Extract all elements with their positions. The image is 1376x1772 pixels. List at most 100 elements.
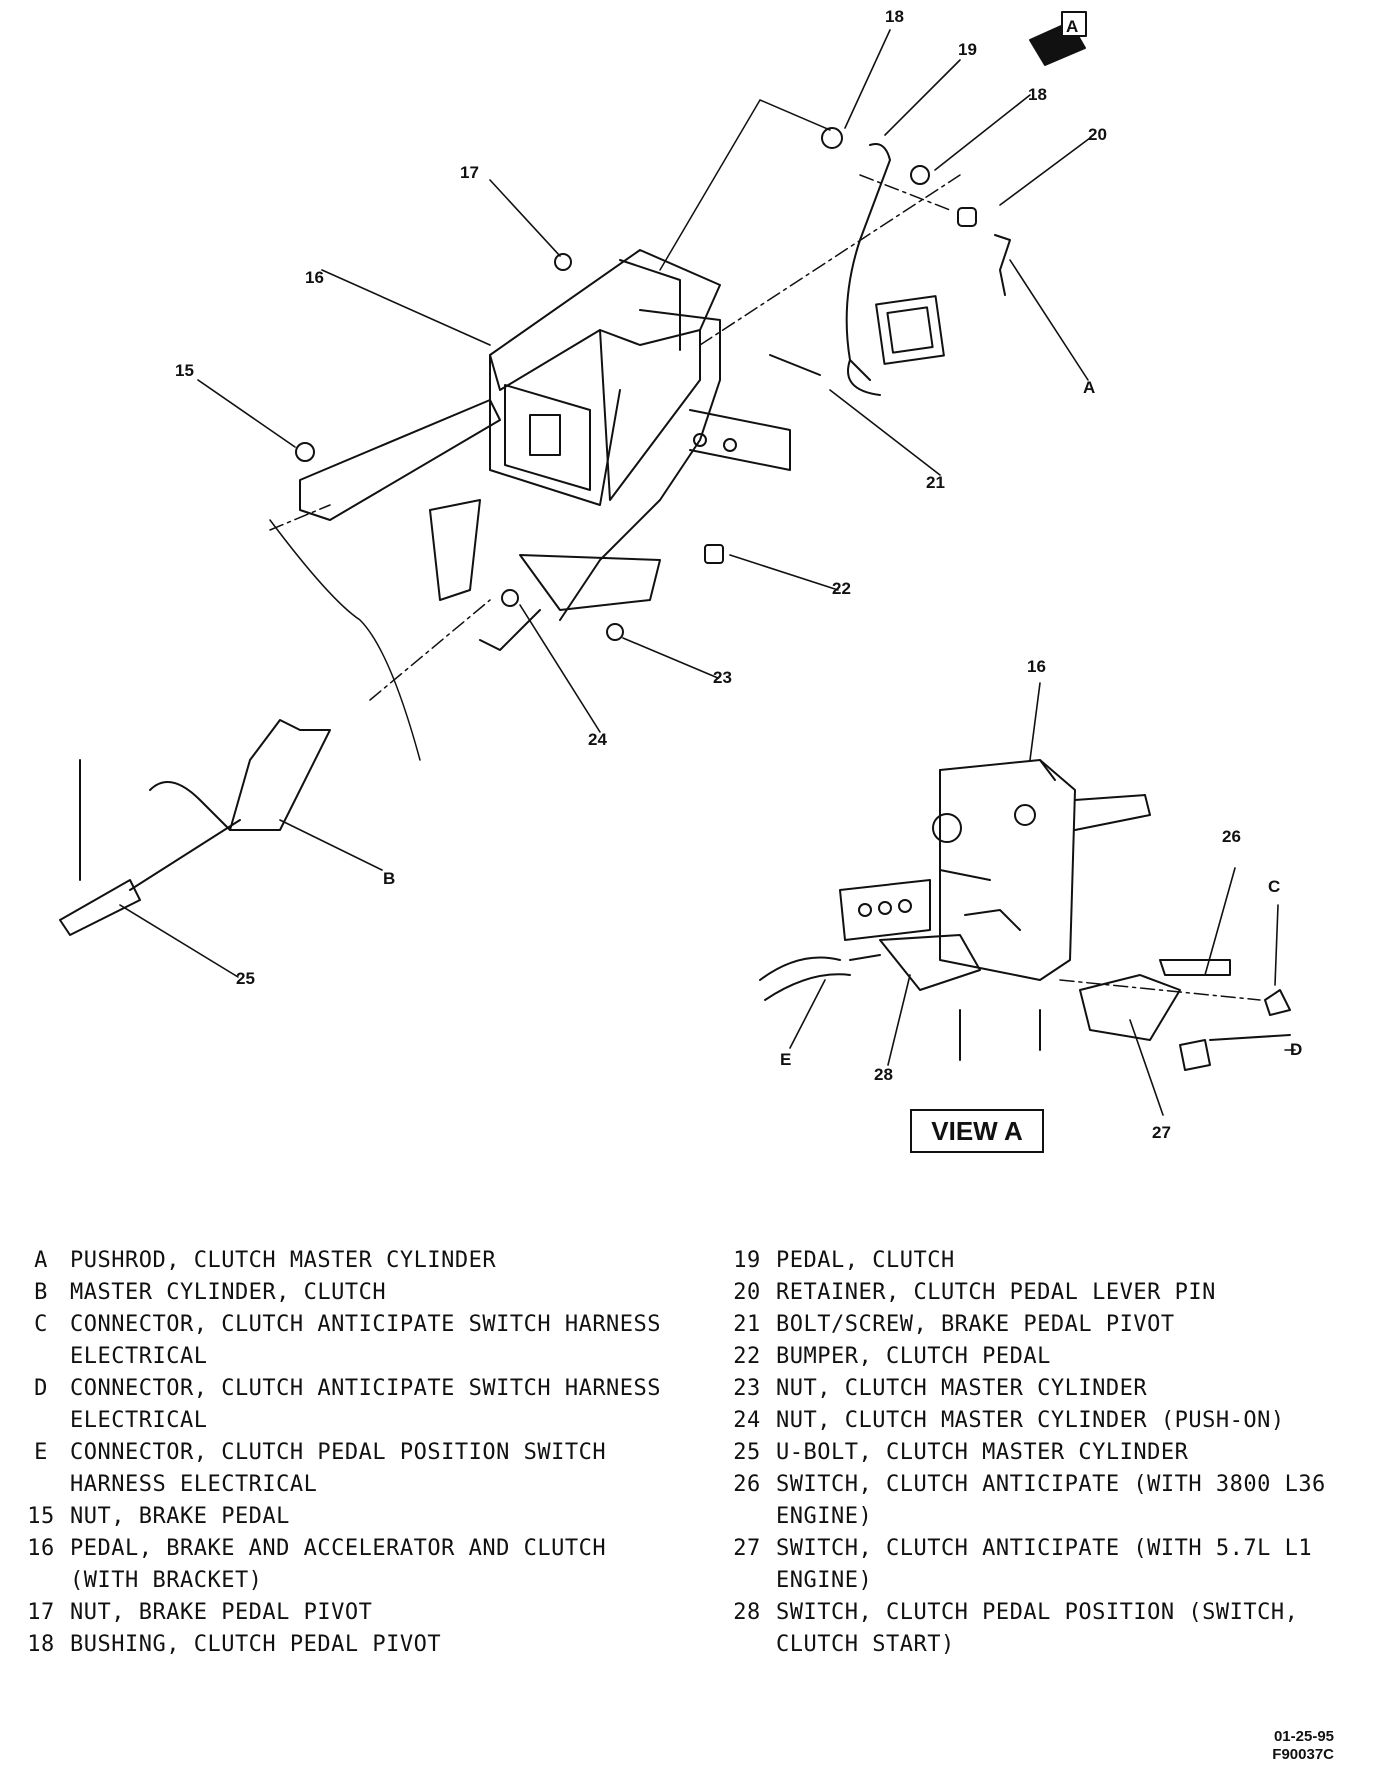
callout-27: 27	[1152, 1123, 1171, 1142]
callout-22: 22	[832, 579, 851, 598]
legend-key: B	[34, 1280, 48, 1305]
callout-26: 26	[1222, 827, 1241, 846]
legend-key: 25	[733, 1440, 761, 1465]
view-a-inset	[759, 759, 1291, 1071]
legend-entry: 25 U-BOLT, CLUTCH MASTER CYLINDER	[718, 1437, 1358, 1469]
legend-text: CONNECTOR, CLUTCH PEDAL POSITION SWITCH …	[70, 1440, 607, 1497]
legend-text: SWITCH, CLUTCH ANTICIPATE (WITH 3800 L36…	[776, 1472, 1326, 1529]
drawing-code-id: F90037C	[1272, 1746, 1334, 1763]
pushrod-part	[994, 234, 1011, 296]
view-a-arrow-icon	[1029, 11, 1087, 66]
legend-text: NUT, BRAKE PEDAL	[70, 1504, 290, 1529]
arrow-a-label: A	[1066, 17, 1078, 36]
callout-25: 25	[236, 969, 255, 988]
legend-entry: 23 NUT, CLUTCH MASTER CYLINDER	[718, 1373, 1358, 1405]
legend-key: D	[34, 1376, 48, 1401]
nut-part	[295, 442, 315, 462]
legend-key: 16	[27, 1536, 55, 1561]
legend-key: 21	[733, 1312, 761, 1337]
legend-entry: 19 PEDAL, CLUTCH	[718, 1245, 1358, 1277]
callout-18: 18	[1028, 85, 1047, 104]
legend-text: U-BOLT, CLUTCH MASTER CYLINDER	[776, 1440, 1189, 1465]
callout-20: 20	[1088, 125, 1107, 144]
legend-entry: A PUSHROD, CLUTCH MASTER CYLINDER	[12, 1245, 672, 1277]
legend-key: E	[34, 1440, 48, 1465]
legend-key: 24	[733, 1408, 761, 1433]
legend-text: NUT, CLUTCH MASTER CYLINDER	[776, 1376, 1148, 1401]
legend-text: BUSHING, CLUTCH PEDAL PIVOT	[70, 1632, 442, 1657]
legend-entry: 24 NUT, CLUTCH MASTER CYLINDER (PUSH-ON)	[718, 1405, 1358, 1437]
bushing-part	[910, 165, 930, 185]
legend-key: 28	[733, 1600, 761, 1625]
legend-entry: 17 NUT, BRAKE PEDAL PIVOT	[12, 1597, 672, 1629]
callout-19: 19	[958, 40, 977, 59]
callout-28: 28	[874, 1065, 893, 1084]
legend-text: PEDAL, CLUTCH	[776, 1248, 955, 1273]
legend-entry: 18 BUSHING, CLUTCH PEDAL PIVOT	[12, 1629, 672, 1661]
legend-entry: 28 SWITCH, CLUTCH PEDAL POSITION (SWITCH,…	[718, 1597, 1358, 1661]
callout-b: B	[383, 869, 395, 888]
callout-e: E	[780, 1050, 791, 1069]
callout-a: A	[1083, 378, 1095, 397]
view-a-label: VIEW A	[910, 1109, 1044, 1153]
callout-21: 21	[926, 473, 945, 492]
legend-text: RETAINER, CLUTCH PEDAL LEVER PIN	[776, 1280, 1216, 1305]
legend-key: 26	[733, 1472, 761, 1497]
legend-entry: 20 RETAINER, CLUTCH PEDAL LEVER PIN	[718, 1277, 1358, 1309]
legend-key: 17	[27, 1600, 55, 1625]
legend-entry: D CONNECTOR, CLUTCH ANTICIPATE SWITCH HAR…	[12, 1373, 672, 1437]
legend-entry: 22 BUMPER, CLUTCH PEDAL	[718, 1341, 1358, 1373]
legend-entry: B MASTER CYLINDER, CLUTCH	[12, 1277, 672, 1309]
retainer-part	[957, 207, 977, 227]
callout-16: 16	[305, 268, 324, 287]
legend-entry: C CONNECTOR, CLUTCH ANTICIPATE SWITCH HAR…	[12, 1309, 672, 1373]
legend-entry: 16 PEDAL, BRAKE AND ACCELERATOR AND CLUTC…	[12, 1533, 672, 1597]
legend-key: 23	[733, 1376, 761, 1401]
legend-entry: E CONNECTOR, CLUTCH PEDAL POSITION SWITCH…	[12, 1437, 672, 1501]
nut-part	[606, 623, 624, 641]
clutch-pedal-assembly-diagram: 18 19 18 20 17 16 15 A 21 22 23 24 B 25 …	[59, 7, 1302, 1142]
callout-16: 16	[1027, 657, 1046, 676]
legend-left: A PUSHROD, CLUTCH MASTER CYLINDER B MASTER …	[12, 1245, 672, 1661]
callout-18: 18	[885, 7, 904, 26]
callout-24: 24	[588, 730, 607, 749]
legend-text: PUSHROD, CLUTCH MASTER CYLINDER	[70, 1248, 497, 1273]
callout-c: C	[1268, 877, 1280, 896]
legend-key: 15	[27, 1504, 55, 1529]
legend-key: C	[34, 1312, 48, 1337]
legend-text: SWITCH, CLUTCH ANTICIPATE (WITH 5.7L L1 …	[776, 1536, 1313, 1593]
callout-17: 17	[460, 163, 479, 182]
callout-15: 15	[175, 361, 194, 380]
legend-text: NUT, CLUTCH MASTER CYLINDER (PUSH-ON)	[776, 1408, 1285, 1433]
bumper-part	[704, 544, 724, 564]
legend-text: MASTER CYLINDER, CLUTCH	[70, 1280, 387, 1305]
pedal-bracket-assembly	[299, 249, 791, 651]
legend-key: 22	[733, 1344, 761, 1369]
nut-part	[501, 589, 519, 607]
legend-text: BOLT/SCREW, BRAKE PEDAL PIVOT	[776, 1312, 1175, 1337]
legend-text: NUT, BRAKE PEDAL PIVOT	[70, 1600, 373, 1625]
callout-23: 23	[713, 668, 732, 687]
legend-entry: 26 SWITCH, CLUTCH ANTICIPATE (WITH 3800 L…	[718, 1469, 1358, 1533]
nut-part	[554, 253, 572, 271]
callout-d: D	[1290, 1040, 1302, 1059]
legend-text: PEDAL, BRAKE AND ACCELERATOR AND CLUTCH …	[70, 1536, 607, 1593]
legend-key: 27	[733, 1536, 761, 1561]
legend-key: 18	[27, 1632, 55, 1657]
master-cylinder-part	[59, 719, 331, 936]
bushing-part	[821, 127, 843, 149]
legend-key: 19	[733, 1248, 761, 1273]
legend-text: BUMPER, CLUTCH PEDAL	[776, 1344, 1051, 1369]
legend-text: CONNECTOR, CLUTCH ANTICIPATE SWITCH HARN…	[70, 1376, 662, 1433]
legend-entry: 27 SWITCH, CLUTCH ANTICIPATE (WITH 5.7L L…	[718, 1533, 1358, 1597]
legend-key: A	[34, 1248, 48, 1273]
legend-text: CONNECTOR, CLUTCH ANTICIPATE SWITCH HARN…	[70, 1312, 662, 1369]
legend-entry: 15 NUT, BRAKE PEDAL	[12, 1501, 672, 1533]
drawing-code-date: 01-25-95	[1273, 1728, 1334, 1745]
clutch-pedal-part	[845, 143, 945, 396]
pivot-bolt-part	[769, 354, 821, 376]
legend-text: SWITCH, CLUTCH PEDAL POSITION (SWITCH, C…	[776, 1600, 1299, 1657]
legend-key: 20	[733, 1280, 761, 1305]
legend-entry: 21 BOLT/SCREW, BRAKE PEDAL PIVOT	[718, 1309, 1358, 1341]
legend-right: 19 PEDAL, CLUTCH 20 RETAINER, CLUTCH PEDAL …	[718, 1245, 1358, 1661]
